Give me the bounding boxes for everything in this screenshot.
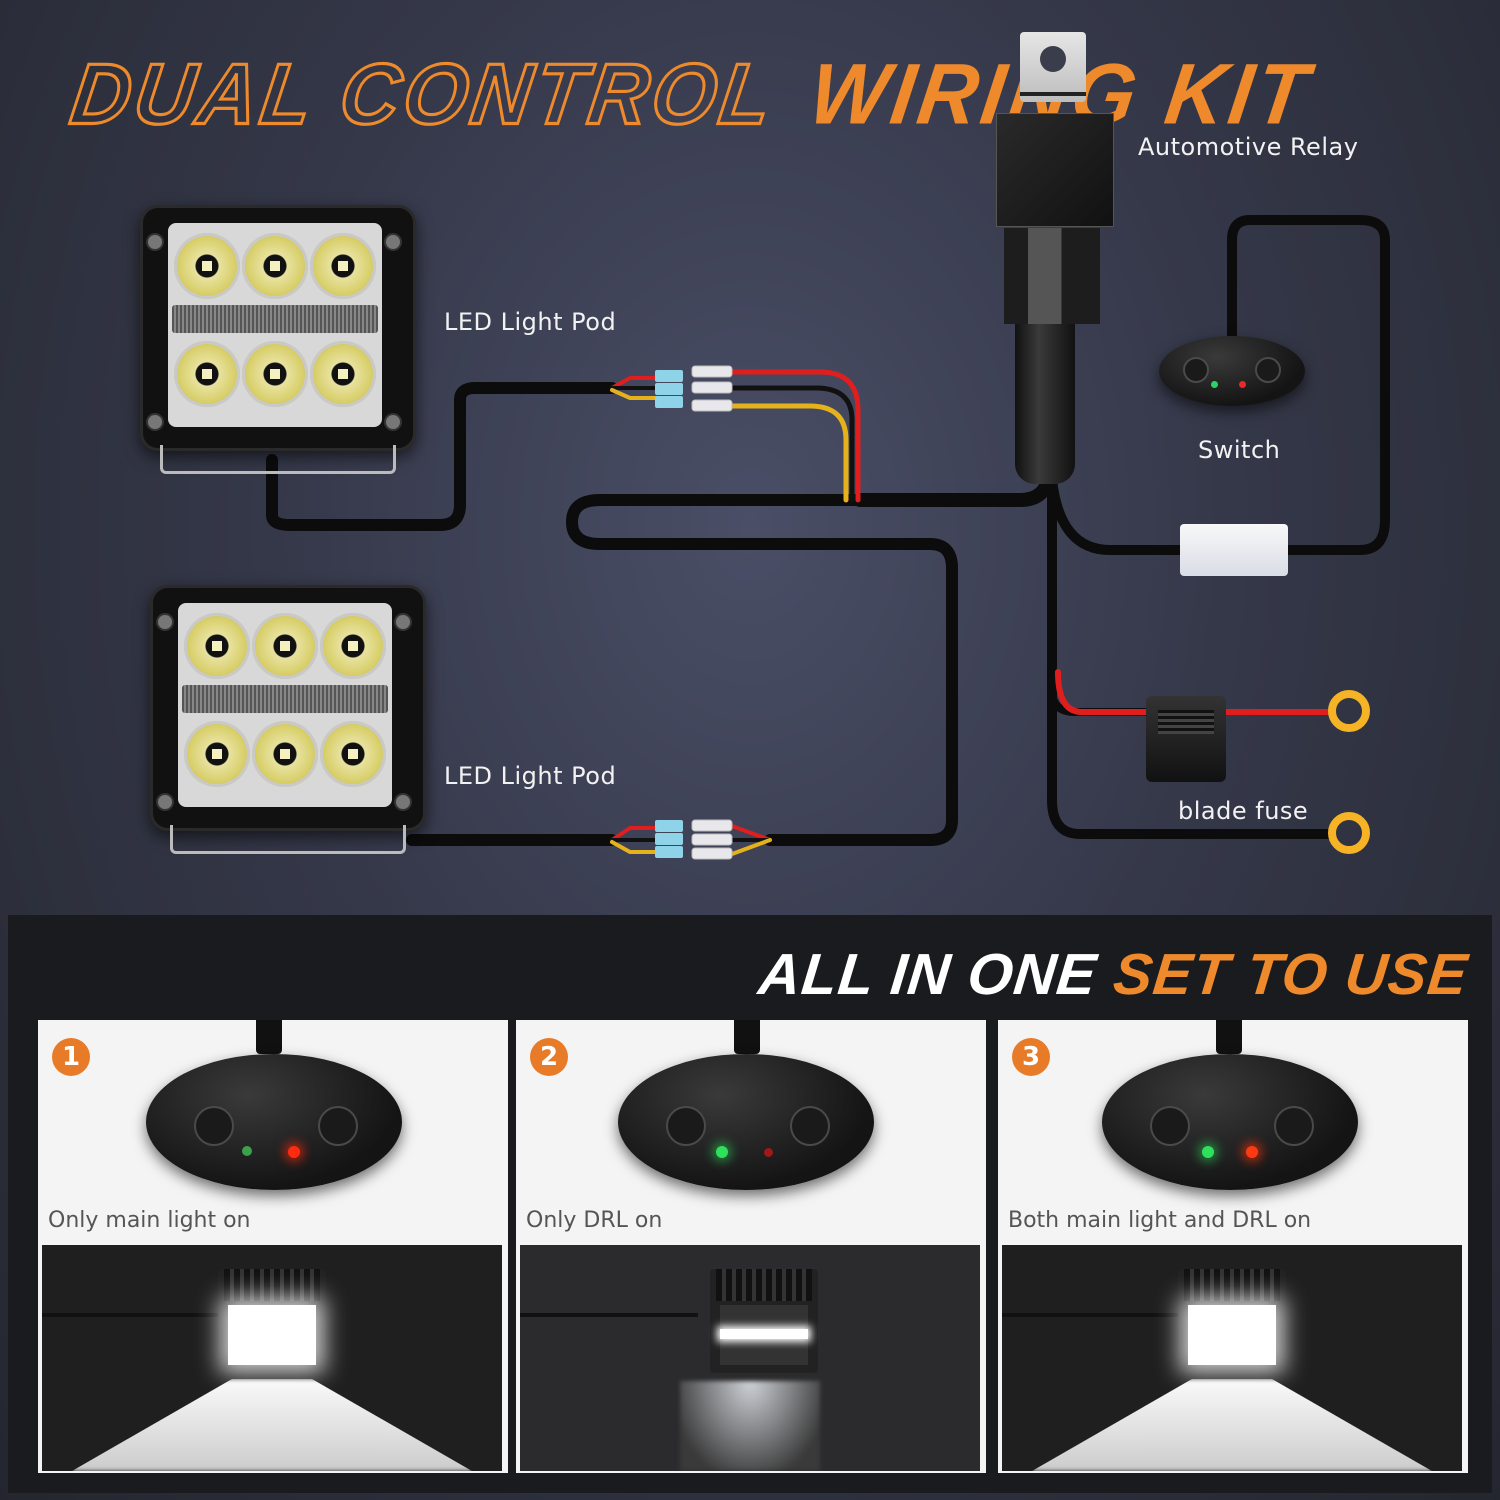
red-led-icon [764, 1148, 773, 1157]
switch-icon [146, 1054, 402, 1190]
mode-caption: Only DRL on [526, 1208, 663, 1233]
red-led-icon [1246, 1146, 1258, 1158]
switch-connector-plug [1180, 524, 1288, 576]
switch-button-left [1183, 357, 1209, 383]
switch-button-right [1255, 357, 1281, 383]
modes-heading-white: ALL IN ONE [756, 942, 1101, 1007]
label-blade-fuse: blade fuse [1178, 797, 1309, 825]
ring-terminal-positive-icon [1328, 690, 1370, 732]
blade-fuse-icon [1146, 696, 1226, 782]
label-led-light-pod-top: LED Light Pod [444, 308, 617, 336]
mode-card-2: 2 Only DRL on [516, 1020, 986, 1473]
light-demo-photo [520, 1245, 980, 1471]
green-led-icon [242, 1146, 252, 1156]
mode-caption: Both main light and DRL on [1008, 1208, 1312, 1233]
light-demo-photo [42, 1245, 502, 1471]
light-demo-photo [1002, 1245, 1462, 1471]
label-automotive-relay: Automotive Relay [1138, 133, 1359, 161]
dual-switch-icon [1159, 336, 1305, 406]
relay-cable-sheath [1015, 324, 1075, 484]
label-switch: Switch [1198, 436, 1281, 464]
step-number-badge: 3 [1012, 1038, 1050, 1076]
label-led-light-pod-bottom: LED Light Pod [444, 762, 617, 790]
modes-heading: ALL IN ONE SET TO USE [755, 935, 1472, 1015]
led-light-pod-top [140, 205, 416, 475]
step-number-badge: 2 [530, 1038, 568, 1076]
relay-mounting-tab [1020, 32, 1086, 102]
green-led-icon [1211, 381, 1218, 388]
step-number-badge: 1 [52, 1038, 90, 1076]
relay-icon [996, 113, 1114, 227]
wiring-harness [266, 215, 1390, 860]
modes-heading-orange: SET TO USE [1110, 942, 1472, 1007]
red-led-icon [288, 1146, 300, 1158]
ring-terminal-ground-icon [1328, 812, 1370, 854]
mode-card-3: 3 Both main light and DRL on [998, 1020, 1468, 1473]
red-led-icon [1239, 381, 1246, 388]
relay-socket [1004, 228, 1100, 324]
led-light-pod-bottom [150, 585, 426, 855]
green-led-icon [1202, 1146, 1214, 1158]
mode-card-1: 1 Only main light on [38, 1020, 508, 1473]
green-led-icon [716, 1146, 728, 1158]
switch-icon [618, 1054, 874, 1190]
switch-icon [1102, 1054, 1358, 1190]
mode-caption: Only main light on [48, 1208, 251, 1233]
